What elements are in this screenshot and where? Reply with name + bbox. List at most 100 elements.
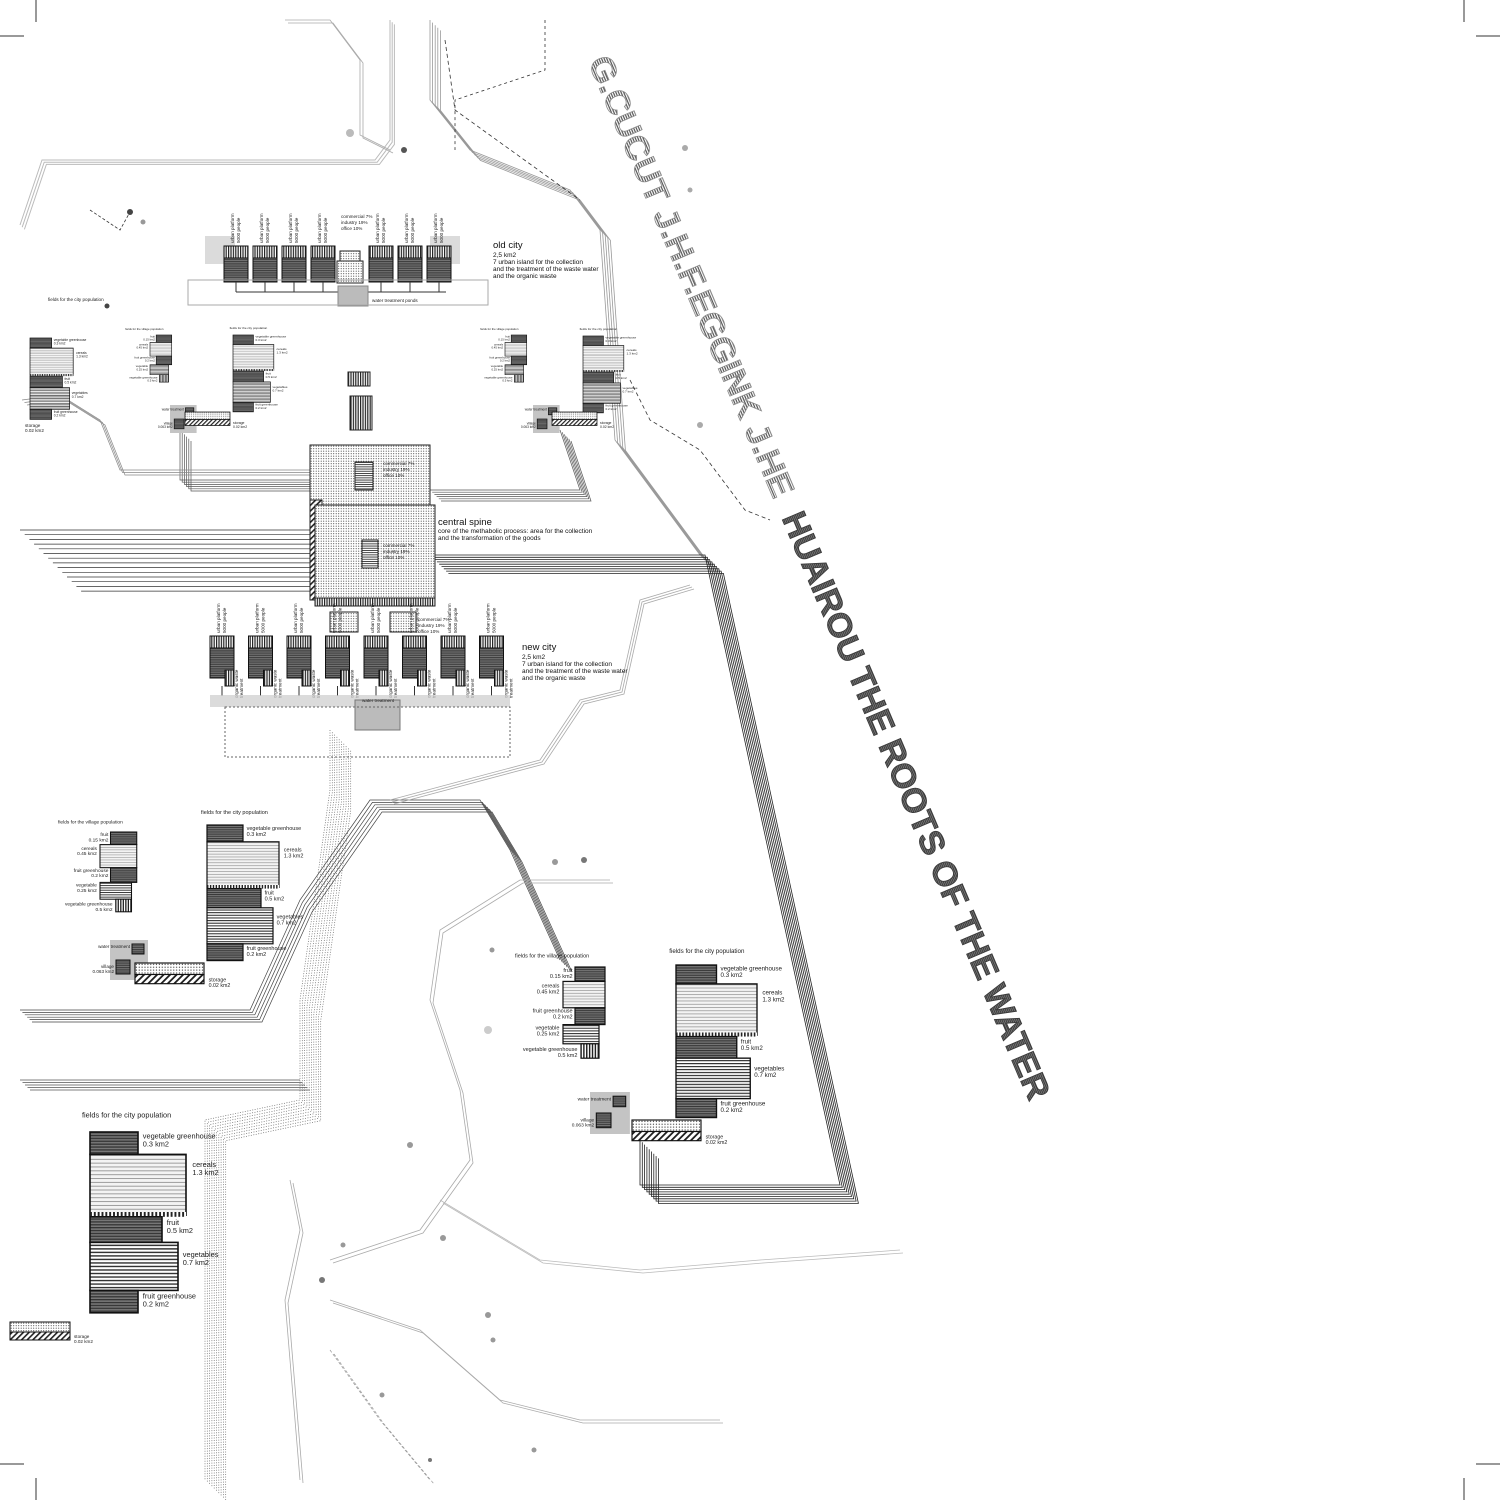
vegetable-greenhouse-label-value: 0.3 km2 (255, 338, 266, 342)
vegetable-greenhouse-block (206, 824, 244, 843)
new-city-mix-3: office 10% (418, 629, 439, 634)
spine-bundle-east (448, 573, 859, 1204)
cereals-small-block (99, 844, 138, 869)
network-node (319, 1277, 325, 1283)
block-edge (30, 374, 74, 377)
fruit-block (206, 888, 262, 909)
urban-platform-top (479, 635, 504, 649)
vegetable-greenhouse-label: vegetable greenhouse (255, 335, 286, 339)
city-fields-label: fields for the city population (669, 948, 745, 955)
spine-mix-4: commercial 7% (383, 543, 414, 548)
unit2-link (434, 434, 585, 495)
spine-bundle-east (446, 570, 857, 1202)
fruit-greenhouse-label: fruit greenhouse (721, 1100, 766, 1107)
organic-waste-label: organic waste (350, 669, 355, 698)
village-block (173, 418, 185, 430)
unit3-link (32, 811, 573, 1023)
village-value: 0.063 km2 (572, 1123, 595, 1129)
road-east (432, 22, 703, 558)
spine-mix-2: industry 19% (383, 467, 410, 472)
vegetable-greenhouse-small-block (513, 374, 524, 383)
road-contour-4 (442, 1202, 904, 1274)
fruit-small-label: fruit (150, 334, 155, 338)
unit3-link (20, 799, 561, 1011)
vegetable-small-block (149, 364, 169, 375)
road-contour-1 (329, 879, 610, 1261)
organic-waste-label: treatment (278, 678, 283, 698)
waste-treatment-block (417, 669, 427, 687)
waste-treatment-block (263, 669, 273, 687)
vegetable-greenhouse-block (675, 964, 718, 985)
vegetable-greenhouse-block (29, 337, 52, 349)
unit3-link (22, 802, 563, 1013)
cereals-label-value: 1.3 km2 (76, 354, 88, 358)
cereals-block (232, 344, 275, 371)
storage-label: storage (209, 977, 227, 983)
network-node (440, 1235, 446, 1241)
vegetable-greenhouse-small-label: vegetable greenhouse (523, 1047, 578, 1053)
urban-platform-top (426, 245, 452, 259)
village-fields-stack: fields for the village populationfruit0.… (515, 953, 606, 1059)
old-city-boundary (187, 279, 489, 306)
road-north-west (19, 20, 391, 226)
village-block (595, 1112, 612, 1129)
storage-top (631, 1119, 702, 1133)
vegetable-greenhouse-small-label-value: 0.5 km2 (95, 907, 112, 913)
dotted-bundle-south (223, 748, 349, 1499)
village-label: village (164, 422, 173, 426)
old-city-area: 2,5 km2 (493, 252, 517, 259)
network-node (379, 1392, 385, 1398)
fruit-greenhouse-block (675, 1097, 718, 1119)
organic-waste-label: organic waste (273, 669, 278, 698)
urban-platform-capacity: 5000 people (261, 607, 266, 633)
organic-waste-label: organic waste (234, 669, 239, 698)
city-fields-stack: fields for the city populationvegetable … (669, 948, 785, 1119)
fruit-small-block (109, 831, 138, 846)
vegetables-label-value: 0.7 km2 (754, 1072, 777, 1079)
old-city-mix-2: industry 19% (341, 220, 368, 225)
urban-platform-capacity: 5000 people (236, 217, 241, 243)
fruit-small-label: fruit (505, 334, 510, 338)
new-city-mix-2: industry 19% (418, 623, 445, 628)
central-spine-name: central spine (438, 517, 492, 528)
fruit-block (675, 1035, 738, 1059)
storage-block (631, 1130, 702, 1142)
village-fields-stack: fields for the village populationfruit0.… (125, 327, 173, 383)
cereals-small-label: cereals (542, 983, 560, 989)
urban-platform-top (402, 635, 427, 649)
vegetable-greenhouse-small-label: vegetable greenhouse (65, 902, 113, 908)
fruit-label-value: 0.5 km2 (266, 375, 277, 379)
new-city-name: new city (522, 642, 557, 653)
road-contour-3 (329, 1349, 431, 1481)
fruit-greenhouse-label-value: 0.2 km2 (247, 952, 267, 958)
vegetable-greenhouse-small-label: vegetable greenhouse (484, 375, 513, 379)
vegetable-greenhouse-label: vegetable greenhouse (54, 338, 87, 342)
fruit-greenhouse-small-label: fruit greenhouse (533, 1009, 573, 1015)
old-city-name: old city (493, 240, 523, 251)
fruit-greenhouse-block (89, 1289, 139, 1314)
fruit-label-value: 0.5 km2 (265, 897, 285, 903)
storage-top (9, 1321, 71, 1333)
spine-mix-1: commercial 7% (383, 461, 414, 466)
fruit-block (582, 371, 614, 384)
vegetable-greenhouse-small-label-value: 0.5 km2 (502, 379, 513, 383)
village-block (536, 418, 548, 430)
urban-platform-capacity: 5000 people (492, 607, 497, 633)
vegetable-greenhouse-small-label-value: 0.5 km2 (147, 379, 158, 383)
central-spine: commercial 7% industry 19% office 10% co… (309, 371, 593, 607)
road-contour-3 (333, 1353, 435, 1485)
storage-value: 0.02 km2 (209, 983, 231, 989)
fruit-label-value: 0.5 km2 (616, 376, 627, 380)
fruit-greenhouse-small-block (574, 1007, 606, 1026)
fruit-small-block (574, 966, 606, 983)
network-node (531, 1447, 537, 1453)
spine-mix-6: office 10% (383, 555, 404, 560)
cereals-label: cereals (76, 351, 87, 355)
road-south (284, 1179, 301, 1481)
